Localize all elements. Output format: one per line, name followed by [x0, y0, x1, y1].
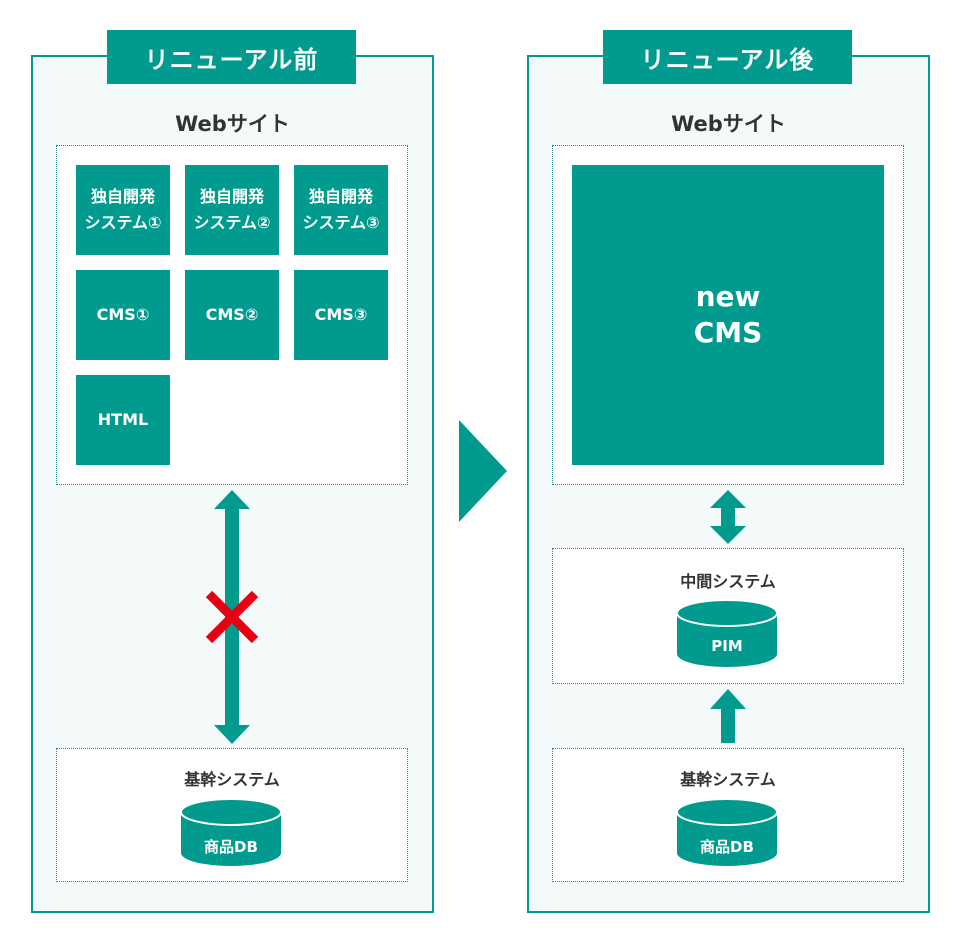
custom-system-2-line2: システム② [193, 213, 271, 232]
html-tile: HTML [76, 375, 170, 465]
new-cms-line1: new [695, 280, 761, 313]
after-core-system-label: 基幹システム [680, 770, 776, 789]
new-cms-tile: new CMS [572, 165, 884, 465]
new-cms-line2: CMS [693, 316, 763, 349]
after-website-label: Webサイト [671, 112, 786, 136]
custom-system-2-line1: 独自開発 [199, 187, 264, 206]
cms-1-label: CMS① [96, 305, 150, 324]
cms-2: CMS② [185, 270, 279, 360]
before-product-db-label: 商品DB [204, 838, 258, 856]
cms-3-label: CMS③ [314, 305, 368, 324]
after-up-arrow [710, 689, 746, 743]
before-website-label: Webサイト [175, 112, 290, 136]
cross-icon [205, 590, 259, 644]
custom-system-1-line2: システム① [84, 213, 162, 232]
custom-system-2: 独自開発 システム② [185, 165, 279, 255]
before-core-system-label: 基幹システム [184, 770, 280, 789]
custom-system-1-line1: 独自開発 [90, 187, 155, 206]
after-arrow-head-down [710, 526, 746, 544]
after-product-db-cylinder-icon [676, 798, 778, 866]
before-title: リニューアル前 [107, 30, 356, 84]
before-arrow-head-up [214, 490, 250, 509]
custom-system-1: 独自開発 システム① [76, 165, 170, 255]
after-double-arrow [710, 490, 746, 544]
cms-2-label: CMS② [205, 305, 259, 324]
after-product-db-label: 商品DB [700, 838, 754, 856]
custom-system-3-line1: 独自開発 [308, 187, 373, 206]
before-product-db-cylinder-icon [180, 798, 282, 866]
after-arrow-head-up [710, 490, 746, 508]
transition-arrow-icon [459, 420, 507, 522]
middle-system-label: 中間システム [680, 572, 776, 591]
after-title: リニューアル後 [603, 30, 852, 84]
custom-system-3-line2: システム③ [302, 213, 380, 232]
pim-cylinder-icon [676, 599, 778, 667]
pim-label: PIM [711, 637, 743, 655]
html-tile-label: HTML [97, 410, 149, 429]
cms-1: CMS① [76, 270, 170, 360]
after-arrow-shaft [721, 507, 735, 527]
before-arrow-head-down [214, 725, 250, 744]
custom-system-3: 独自開発 システム③ [294, 165, 388, 255]
cms-3: CMS③ [294, 270, 388, 360]
